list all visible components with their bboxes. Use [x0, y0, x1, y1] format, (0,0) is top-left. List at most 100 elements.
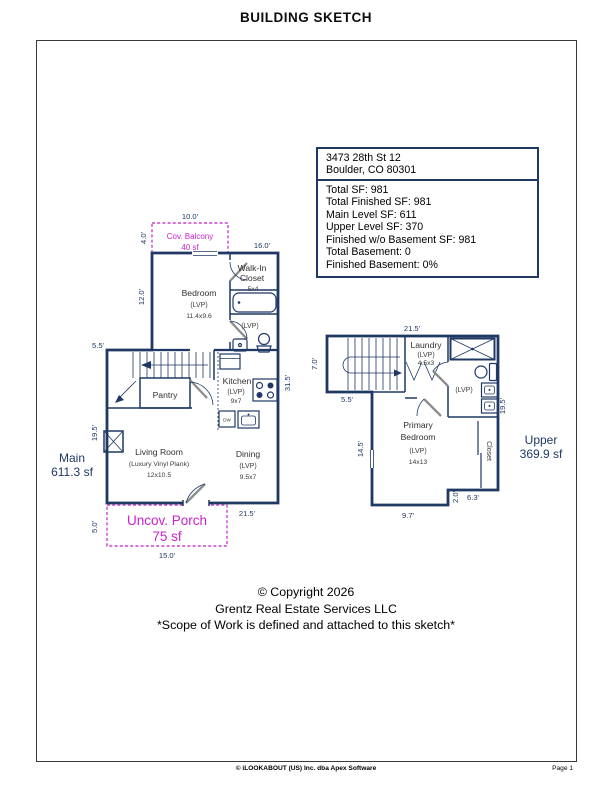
dim-balcony-height: 4.0': [139, 231, 148, 244]
dining-floor-label: (LVP): [239, 463, 256, 470]
pantry-label: Pantry: [153, 390, 179, 400]
dim-jog: 5.5': [92, 341, 105, 350]
copyright-line3: *Scope of Work is defined and attached t…: [156, 618, 455, 633]
living-room-label: Living Room: [135, 447, 183, 457]
stat-upper-level-sf: Upper Level SF: 370: [326, 221, 424, 234]
primary-bedroom-label-2: Bedroom: [401, 432, 436, 442]
page-title: BUILDING SKETCH: [240, 10, 372, 25]
main-bath-door-icon: [229, 320, 248, 340]
dim-bedroom-height: 12.0': [137, 288, 146, 305]
upper-level-area: 369.9 sf: [520, 447, 563, 461]
dim-balcony-width: 10.0': [182, 212, 199, 221]
property-address: 3473 28th St 12 Boulder, CO 80301: [318, 149, 537, 181]
living-room-floor-label: (Luxury Vinyl Plank): [129, 461, 189, 468]
sf-summary: Total SF: 981 Total Finished SF: 981 Mai…: [318, 181, 537, 277]
page-border: [36, 40, 577, 762]
bedroom-size-label: 11.4x9.6: [186, 313, 212, 320]
footer-software-credit: © iLOOKABOUT (US) Inc. dba Apex Software: [235, 765, 377, 772]
main-staircase-icon: [115, 352, 211, 403]
bathtub-icon: [232, 292, 277, 313]
dishwasher-label: DW: [223, 418, 231, 423]
stat-total-basement: Total Basement: 0: [326, 246, 411, 259]
dining-label: Dining: [236, 449, 261, 459]
primary-bedroom-label-1: Primary: [403, 420, 433, 430]
address-line1: 3473 28th St 12: [326, 152, 401, 164]
primary-bedroom-window-icon: [368, 450, 376, 468]
address-line2: Boulder, CO 80301: [326, 164, 417, 177]
laundry-label: Laundry: [410, 340, 442, 350]
bedroom-label: Bedroom: [182, 288, 217, 298]
main-level-area: 611.3 sf: [51, 465, 93, 479]
front-door-icon: [182, 483, 210, 507]
pantry-door-icon: [189, 379, 214, 406]
dim-main-bottom: 21.5': [239, 509, 256, 518]
kitchen-size-label: 9x7: [231, 398, 242, 405]
upper-floor-plan: 21.5' 7.0' 5.5' Laundry (LVP) 4.5x3 (LVP…: [310, 324, 563, 520]
copyright-line1: © Copyright 2026: [257, 585, 355, 599]
primary-bedroom-door-icon: [405, 397, 442, 417]
dim-notch-width: 6.3': [467, 493, 480, 502]
laundry-floor-label: (LVP): [417, 352, 434, 359]
porch-label: Uncov. Porch: [127, 513, 207, 528]
living-room-size-label: 12x10.5: [147, 472, 171, 479]
copyright-block: © Copyright 2026 Grentz Real Estate Serv…: [0, 584, 612, 634]
dim-stair-width: 5.5': [341, 395, 354, 404]
stat-finished-wo-basement: Finished w/o Basement SF: 981: [326, 233, 477, 246]
upper-bath-door-icon: [432, 361, 449, 387]
dim-bedroom-height-upper: 14.5': [356, 440, 365, 457]
refrigerator-icon: [219, 353, 241, 370]
dining-size-label: 9.5x7: [240, 474, 257, 481]
property-info-box: 3473 28th St 12 Boulder, CO 80301 Total …: [316, 147, 539, 279]
dim-upper-right: 19.5': [498, 397, 507, 414]
living-room-window-icon: [103, 430, 124, 453]
dim-porch-width: 15.0': [159, 551, 176, 560]
stat-main-level-sf: Main Level SF: 611: [326, 208, 417, 221]
stairwell-walls: [372, 336, 406, 393]
dim-notch-height: 2.0': [451, 490, 460, 503]
footer-page-number: Page 1: [552, 765, 573, 772]
main-sink-icon: [256, 332, 272, 353]
laundry-bifold-door-icon: [405, 361, 441, 381]
dim-living-height: 19.5': [90, 424, 99, 441]
primary-bedroom-floor-label: (LVP): [409, 448, 426, 455]
dim-upper-top: 21.5': [404, 324, 421, 333]
primary-bedroom-size-label: 14x13: [409, 459, 428, 466]
stat-total-finished-sf: Total Finished SF: 981: [326, 196, 432, 209]
main-level-label: Main: [59, 451, 85, 465]
balcony-label: Cov. Balcony: [167, 232, 214, 241]
laundry-size-label: 4.5x3: [418, 360, 435, 367]
dim-stair-height: 7.0': [310, 357, 319, 370]
balcony-door-icon: [192, 249, 218, 257]
copyright-line2: Grentz Real Estate Services LLC: [215, 601, 397, 616]
kitchen-floor-label: (LVP): [227, 389, 244, 396]
walkin-closet-label-2: Closet: [240, 273, 265, 283]
uncovered-porch-outline: [106, 504, 228, 547]
covered-balcony-outline: [151, 222, 229, 254]
dim-main-top: 16.0': [254, 241, 271, 250]
main-floor-plan: 10.0' Cov. Balcony 40 sf 4.0' 16.0' 12.0…: [51, 212, 292, 560]
vanity-sinks-icon: [480, 382, 499, 414]
walkin-closet-door-icon: [229, 261, 248, 282]
bath-divider-walls: [230, 289, 278, 315]
balcony-area: 40 sf: [181, 243, 199, 252]
main-bath-floor-label: (LVP): [241, 323, 258, 330]
walkin-closet-size: 5x4: [248, 286, 259, 293]
upper-level-label: Upper: [525, 433, 558, 447]
stat-finished-basement: Finished Basement: 0%: [326, 258, 438, 271]
dishwasher-icon: [218, 410, 236, 428]
dim-porch-height: 5.0': [90, 520, 99, 533]
closet-label: Closet: [485, 441, 492, 461]
closet-sliding-door-icon: [477, 421, 482, 488]
porch-area: 75 sf: [152, 529, 182, 544]
bedroom-floor-label: (LVP): [190, 302, 207, 309]
upper-toilet-icon: [474, 362, 498, 382]
main-toilet-icon: [232, 338, 248, 352]
shower-icon: [449, 337, 496, 361]
upper-bath-floor-label: (LVP): [455, 387, 472, 394]
upper-staircase-icon: [342, 338, 402, 390]
kitchen-label: Kitchen: [223, 376, 252, 386]
kitchen-sink-icon: [237, 410, 260, 429]
upper-bath-walls: [447, 336, 498, 418]
dim-main-right: 31.5': [283, 374, 292, 391]
